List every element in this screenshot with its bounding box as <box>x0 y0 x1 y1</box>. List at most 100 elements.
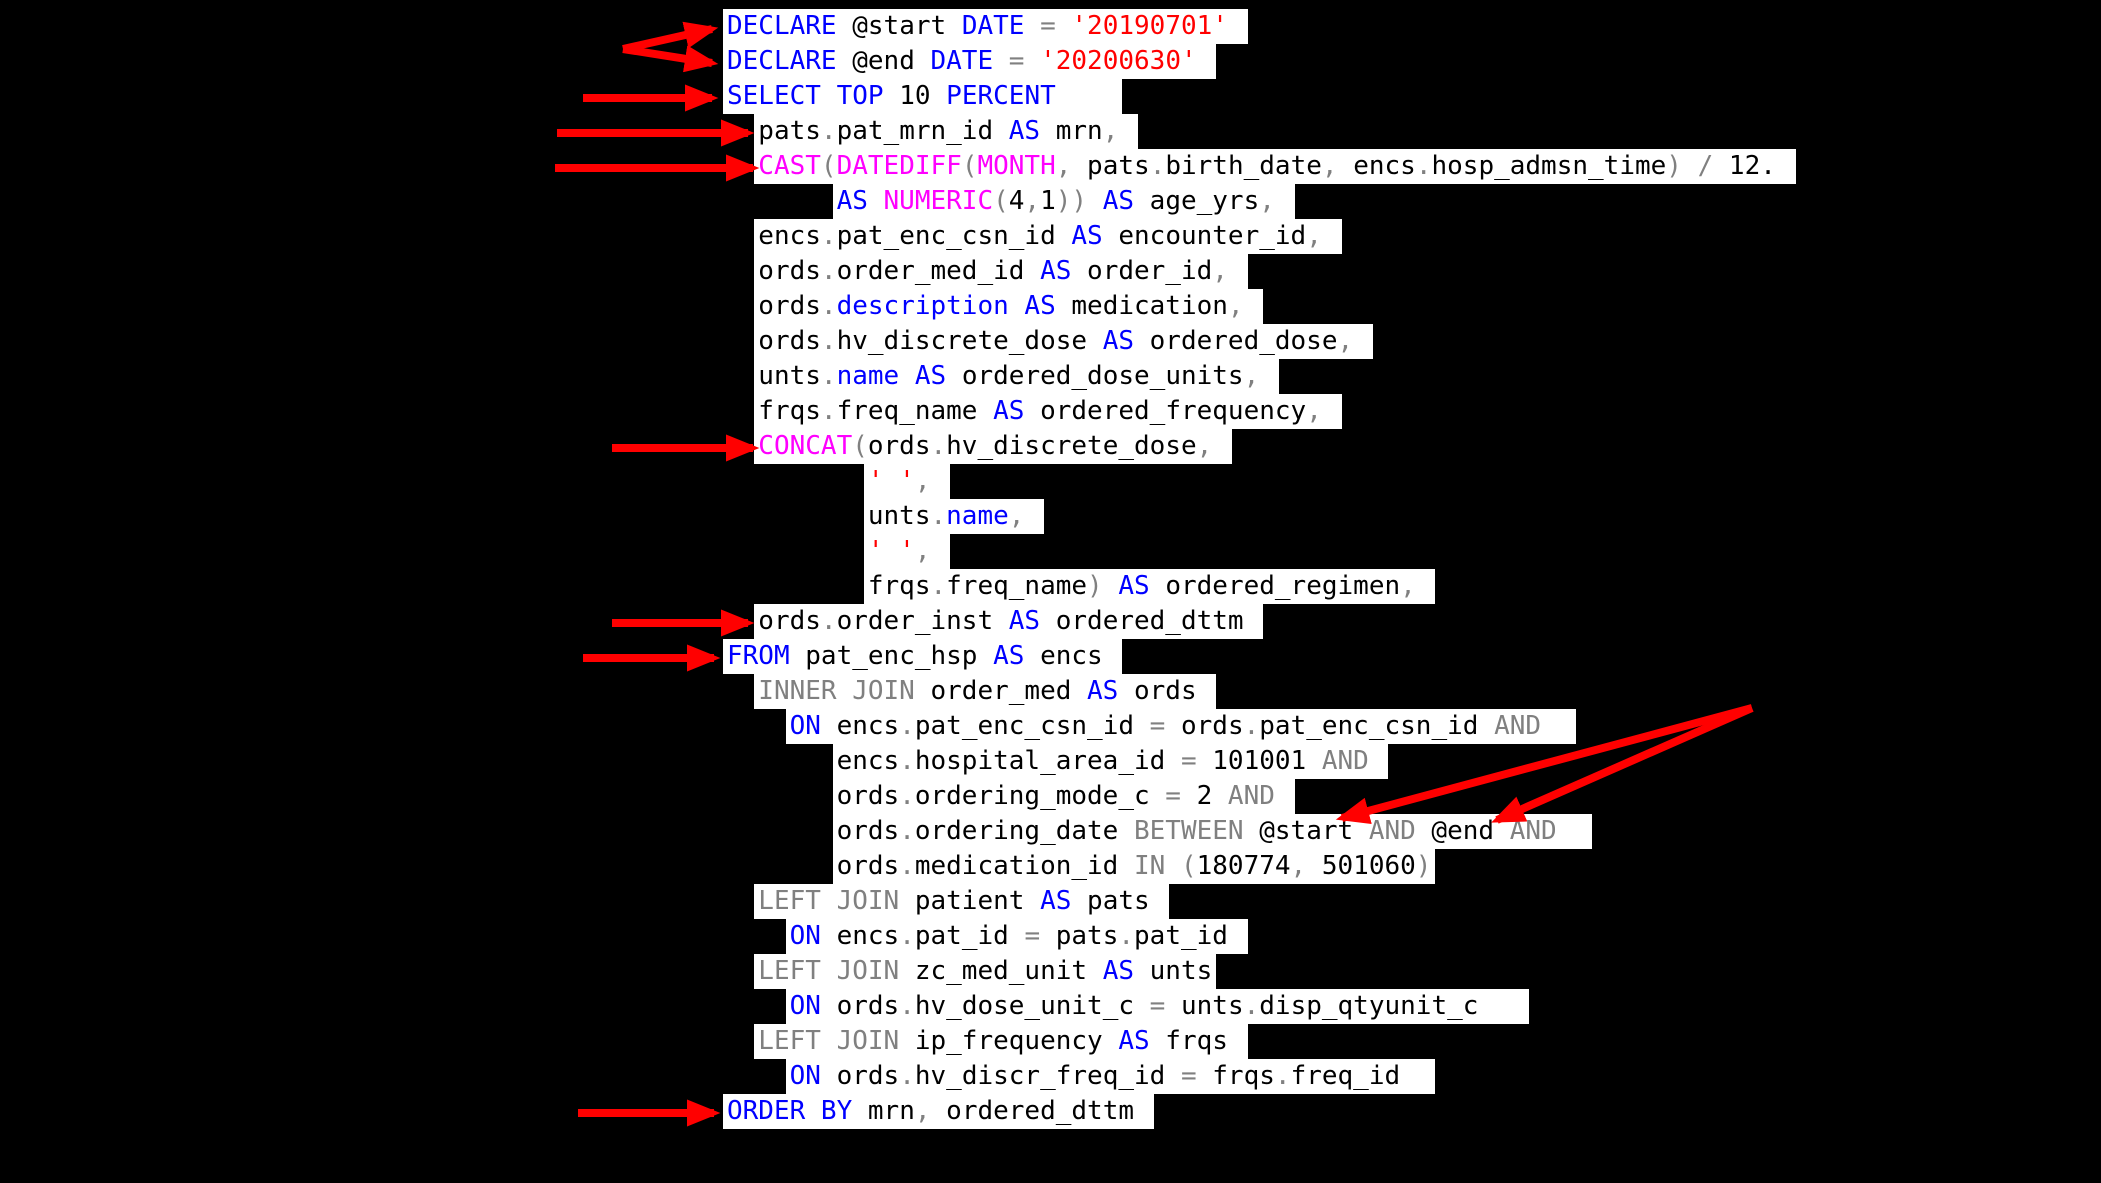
code-token: '20190701' <box>1071 11 1228 41</box>
code-line-highlight: pats.pat_mrn_id AS mrn, <box>754 114 1139 149</box>
code-line-highlight: ords.ordering_date BETWEEN @start AND @e… <box>832 814 1592 849</box>
code-token: pat_mrn_id <box>836 116 1009 146</box>
code-token: @start <box>1243 816 1369 846</box>
code-line: frqs.freq_name) AS ordered_regimen, <box>723 569 1796 604</box>
code-token: medication_id <box>914 851 1134 881</box>
code-token: ( <box>820 151 837 181</box>
code-line: LEFT JOIN zc_med_unit AS unts <box>723 954 1796 989</box>
code-token: , <box>1024 186 1041 216</box>
code-line: SELECT TOP 10 PERCENT <box>723 79 1796 114</box>
code-token: CONCAT <box>758 431 853 461</box>
code-token: encs <box>758 221 821 251</box>
code-line: CONCAT(ords.hv_discrete_dose, <box>723 429 1796 464</box>
code-token: AS <box>1040 886 1072 916</box>
code-token: . <box>930 501 947 531</box>
code-token: disp_qtyunit_c <box>1259 991 1479 1021</box>
code-token: . <box>899 781 915 811</box>
code-line-highlight: ords.description AS medication, <box>754 289 1264 324</box>
code-line: ords.order_med_id AS order_id, <box>723 254 1796 289</box>
code-token: ords <box>820 991 900 1021</box>
code-trailing-space <box>1541 711 1572 741</box>
code-token: PERCENT <box>946 81 1056 111</box>
code-token: DECLARE <box>727 11 837 41</box>
code-token: pats <box>1040 921 1119 951</box>
code-line: ON encs.pat_id = pats.pat_id <box>723 919 1796 954</box>
code-token <box>1024 11 1040 41</box>
code-token: encs <box>1337 151 1416 181</box>
code-token: AND <box>1227 781 1275 811</box>
code-token: pats <box>1071 151 1150 181</box>
code-token: ) <box>1666 151 1682 181</box>
code-token: encs <box>1024 641 1103 671</box>
code-trailing-space <box>1197 676 1213 706</box>
code-token <box>1103 571 1119 601</box>
code-token: = <box>1149 711 1166 741</box>
code-trailing-space <box>1275 186 1291 216</box>
code-token: pat_enc_hsp <box>789 641 994 671</box>
code-line-highlight: encs.hospital_area_id = 101001 AND <box>832 744 1389 779</box>
code-token: . <box>820 361 837 391</box>
code-token: TOP <box>836 81 884 111</box>
code-trailing-space <box>1244 291 1260 321</box>
code-token: AS <box>1008 116 1041 146</box>
code-token: ordered_dose_units <box>946 361 1244 391</box>
code-token: pat_enc_csn_id <box>836 221 1072 251</box>
code-token: encs <box>820 921 900 951</box>
code-token: . <box>930 571 947 601</box>
code-line-highlight: unts.name AS ordered_dose_units, <box>754 359 1279 394</box>
code-line: LEFT JOIN patient AS pats <box>723 884 1796 919</box>
code-token: freq_id <box>1290 1061 1401 1091</box>
code-token: . <box>1415 151 1432 181</box>
code-line: encs.hospital_area_id = 101001 AND <box>723 744 1796 779</box>
code-token: 12. <box>1713 151 1776 181</box>
code-trailing-space <box>1416 571 1432 601</box>
code-token: . <box>820 396 837 426</box>
code-token: . <box>899 711 915 741</box>
code-line: AS NUMERIC(4,1)) AS age_yrs, <box>723 184 1796 219</box>
code-token: , <box>1008 501 1025 531</box>
code-token <box>1009 291 1025 321</box>
code-token: = <box>1008 46 1025 76</box>
code-token: AND <box>1321 746 1369 776</box>
code-token <box>1056 11 1072 41</box>
code-token: hv_dose_unit_c <box>914 991 1150 1021</box>
code-token: , <box>914 1096 931 1126</box>
code-line-highlight: ' ', <box>863 464 951 499</box>
code-token <box>868 186 884 216</box>
code-line: ords.order_inst AS ordered_dttm <box>723 604 1796 639</box>
code-line: FROM pat_enc_hsp AS encs <box>723 639 1796 674</box>
code-trailing-space <box>1228 921 1244 951</box>
code-trailing-space <box>1353 326 1369 356</box>
code-token <box>899 361 915 391</box>
code-token: '20200630' <box>1040 46 1197 76</box>
code-line-highlight: ON ords.hv_dose_unit_c = unts.disp_qtyun… <box>785 989 1530 1024</box>
code-token: . <box>899 746 915 776</box>
code-token: ords <box>1118 676 1197 706</box>
code-token: name <box>946 501 1009 531</box>
code-token: DECLARE <box>727 46 837 76</box>
code-token: , <box>1102 116 1119 146</box>
code-token: DATE <box>930 46 994 76</box>
code-token: mrn <box>852 1096 915 1126</box>
code-token: pat_id <box>1134 921 1228 951</box>
code-token: AND <box>1494 711 1542 741</box>
code-line: frqs.freq_name AS ordered_frequency, <box>723 394 1796 429</box>
code-line-highlight: DECLARE @end DATE = '20200630' <box>723 44 1217 79</box>
code-token: DATEDIFF <box>836 151 962 181</box>
code-token: ON <box>789 1061 821 1091</box>
code-line-highlight: unts.name, <box>863 499 1045 534</box>
code-token: . <box>899 851 915 881</box>
code-trailing-space <box>1134 1096 1150 1126</box>
code-token: ords <box>867 431 931 461</box>
code-trailing-space <box>1228 11 1244 41</box>
code-token: AS <box>1008 606 1041 636</box>
code-token: AS <box>993 396 1025 426</box>
code-token: , <box>1306 396 1322 426</box>
code-token: AS <box>1118 571 1150 601</box>
code-token: . <box>820 116 837 146</box>
code-token: . <box>1243 711 1260 741</box>
code-token: unts <box>867 501 931 531</box>
code-token: ordered_dttm <box>930 1096 1135 1126</box>
code-token: . <box>1149 151 1166 181</box>
